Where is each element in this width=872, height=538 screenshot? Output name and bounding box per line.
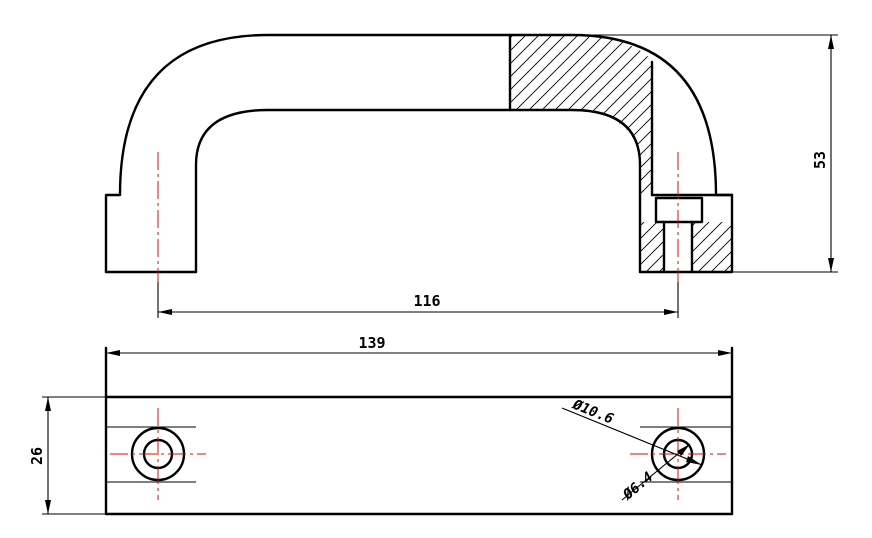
hatch-line — [646, 35, 652, 195]
hatch-line — [568, 35, 652, 195]
counterbore-section — [654, 196, 704, 224]
hatch-line — [640, 222, 662, 272]
hatch-line — [607, 35, 652, 195]
hatch-line — [680, 222, 732, 272]
hatch-line — [640, 222, 675, 272]
hatch-line — [542, 35, 652, 195]
dimension-dia-6-4: Ø6.4 — [620, 443, 691, 504]
dimension-139: 139 — [106, 334, 732, 356]
hatch-line — [733, 218, 791, 276]
hatch-line — [510, 35, 545, 195]
dimension-116: 116 — [157, 282, 679, 318]
hatch-line — [510, 35, 532, 195]
hatch-line — [510, 35, 623, 195]
dimension-53-text: 53 — [811, 151, 829, 169]
dimension-dia-10-6-text: Ø10.6 — [570, 396, 616, 427]
section-hatch-lower — [577, 218, 791, 276]
hatch-line — [510, 35, 584, 195]
section-hatch-upper — [335, 30, 652, 200]
hatch-line — [706, 222, 732, 272]
hatch-line — [510, 35, 558, 195]
hatch-line — [335, 30, 505, 200]
hatch-line — [719, 222, 732, 272]
hatch-line — [633, 35, 652, 195]
top-view — [104, 346, 734, 516]
hatch-line — [510, 35, 571, 195]
handle-inner-contour — [194, 108, 642, 274]
hatch-line — [510, 35, 649, 195]
hatch-line — [510, 35, 652, 195]
hatch-line — [510, 35, 652, 195]
hatch-line — [577, 218, 635, 276]
hatch-line — [510, 35, 519, 195]
dimension-26-text: 26 — [28, 447, 46, 465]
hatch-line — [594, 35, 652, 195]
dimension-139-text: 139 — [358, 334, 385, 352]
dimension-53: 53 — [572, 34, 838, 273]
hatch-line — [510, 35, 610, 195]
dimension-116-text: 116 — [413, 292, 440, 310]
hatch-line — [693, 222, 732, 272]
front-view — [104, 30, 791, 282]
hatch-line — [529, 35, 652, 195]
left-mounting-hole — [110, 408, 206, 500]
dimension-26: 26 — [28, 396, 106, 515]
dimension-dia-6-4-text: Ø6.4 — [620, 469, 657, 504]
hatch-line — [516, 35, 652, 195]
hatch-line — [667, 222, 727, 272]
hatch-line — [620, 35, 652, 195]
